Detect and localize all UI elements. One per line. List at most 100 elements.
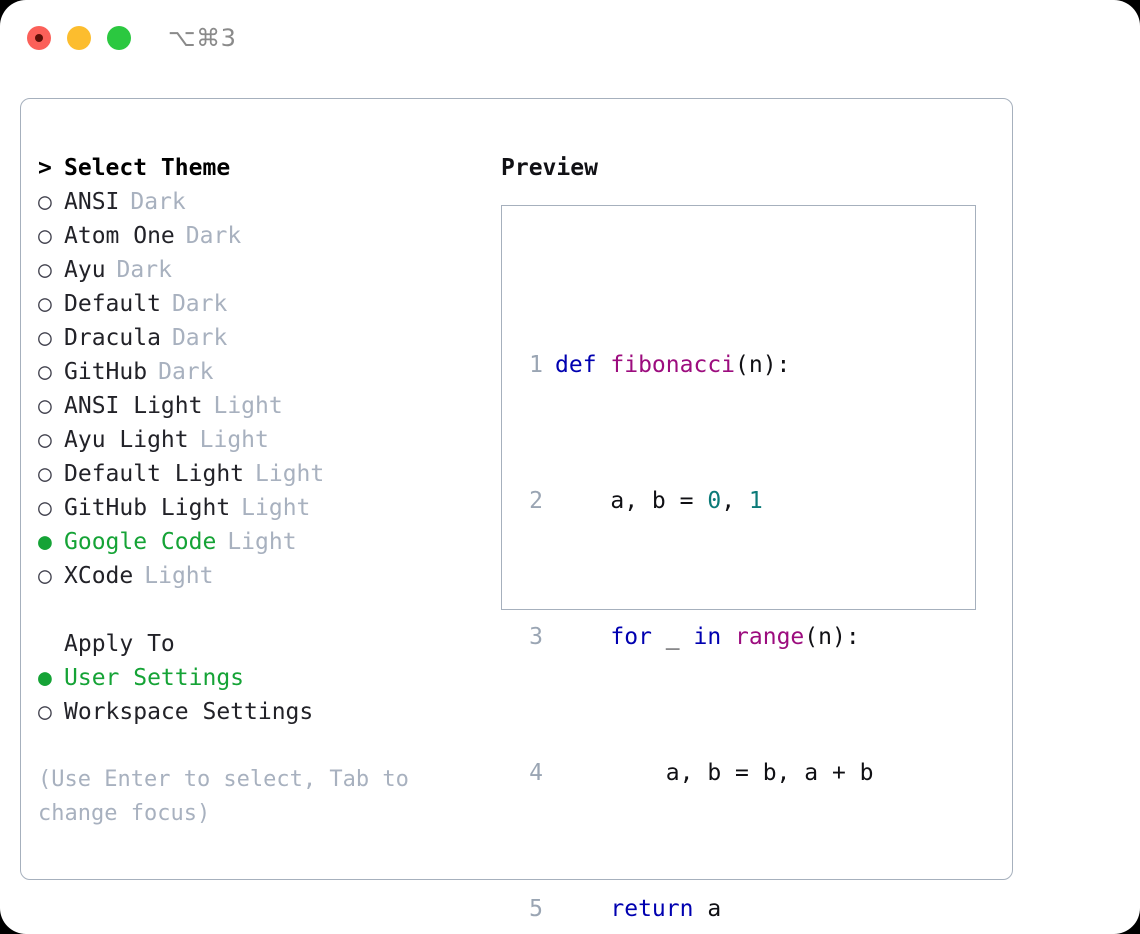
theme-variant-badge: Dark [130,189,186,215]
theme-option-default-dark[interactable]: ○ Default Dark [38,287,498,321]
code-token: (n): [804,624,860,650]
theme-option-xcode-light[interactable]: ○ XCode Light [38,559,498,593]
minimize-button[interactable] [67,26,91,50]
theme-name: Google Code [64,529,217,555]
apply-to-title: Apply To [64,631,175,657]
theme-variant-badge: Dark [158,359,214,385]
maximize-button[interactable] [107,26,131,50]
radio-unselected-icon: ○ [38,189,52,215]
theme-option-github-dark[interactable]: ○ GitHub Dark [38,355,498,389]
code-token [721,624,735,650]
code-token: a, b = b, a + b [555,760,874,786]
code-token: 1 [748,488,763,514]
line-number: 3 [529,624,543,650]
code-token: fibonacci [610,352,736,378]
theme-option-dracula-dark[interactable]: ○ Dracula Dark [38,321,498,355]
theme-name: XCode [64,563,134,589]
radio-unselected-icon: ○ [38,495,52,521]
theme-variant-badge: Light [213,393,283,419]
code-line: 1 def fibonacci(n): [513,348,901,382]
radio-unselected-icon: ○ [38,563,52,589]
select-theme-label: Select Theme [64,155,231,181]
line-number: 4 [529,760,543,786]
theme-name: Atom One [64,223,175,249]
radio-unselected-icon: ○ [38,461,52,487]
radio-unselected-icon: ○ [38,257,52,283]
radio-unselected-icon: ○ [38,223,52,249]
code-token: (n): [735,352,791,378]
code-token: _ [651,624,694,650]
radio-unselected-icon: ○ [38,393,52,419]
select-theme-header: > Select Theme [38,151,498,185]
shortcut-label: ⌥⌘3 [168,24,237,52]
list-gap [38,593,498,627]
radio-unselected-icon: ○ [38,359,52,385]
theme-variant-badge: Dark [171,291,228,317]
radio-unselected-icon: ○ [38,291,52,317]
radio-unselected-icon: ○ [38,427,52,453]
theme-variant-badge: Light [144,563,214,589]
theme-variant-badge: Light [255,461,325,487]
radio-selected-icon: ● [38,665,52,691]
code-line: 3 for _ in range(n): [513,620,901,654]
theme-option-ansi-light[interactable]: ○ ANSI Light Light [38,389,498,423]
code-token: return [610,896,694,922]
preview-title: Preview [501,155,598,181]
code-line: 4 a, b = b, a + b [513,756,901,790]
window-controls [27,26,131,50]
title-bar: ⌥⌘3 [0,0,1140,78]
code-token: in [693,624,722,650]
theme-name: Ayu [64,257,106,283]
theme-name: ANSI [64,189,120,215]
code-token: , [721,488,749,514]
theme-option-github-light[interactable]: ○ GitHub Light Light [38,491,498,525]
code-token: a [693,896,722,922]
code-token: 0 [707,488,722,514]
apply-to-user-settings[interactable]: ● User Settings [38,661,498,695]
line-number: 5 [529,896,543,922]
line-number: 1 [529,352,543,378]
theme-name: Dracula [64,325,161,351]
theme-option-ansi-dark[interactable]: ○ ANSI Dark [38,185,498,219]
line-number: 2 [529,488,543,514]
theme-option-ayu-dark[interactable]: ○ Ayu Dark [38,253,498,287]
theme-name: Ayu Light [64,427,189,453]
apply-to-workspace-settings[interactable]: ○ Workspace Settings [38,695,498,729]
code-token [555,896,610,922]
radio-unselected-icon: ○ [38,699,52,725]
radio-selected-icon: ● [38,529,52,555]
apply-to-label: User Settings [64,665,245,691]
theme-variant-badge: Light [199,427,269,453]
close-button[interactable] [27,26,51,50]
code-line: 2 a, b = 0, 1 [513,484,901,518]
radio-unselected-icon: ○ [38,325,52,351]
theme-option-google-code-light[interactable]: ● Google Code Light [38,525,498,559]
theme-name: GitHub [64,359,148,385]
theme-name: Default [64,291,161,317]
theme-variant-badge: Dark [171,325,228,351]
apply-to-label: Workspace Settings [64,699,314,725]
theme-name: ANSI Light [64,393,203,419]
theme-option-atom-one-dark[interactable]: ○ Atom One Dark [38,219,498,253]
prompt-caret-icon: > [38,155,52,181]
code-token [555,624,610,650]
theme-variant-badge: Light [241,495,311,521]
code-line: 5 return a [513,892,901,926]
code-token: for [610,624,652,650]
code-token: def [555,352,611,378]
theme-variant-badge: Dark [185,223,242,249]
theme-option-ayu-light[interactable]: ○ Ayu Light Light [38,423,498,457]
theme-variant-badge: Light [227,529,297,555]
theme-name: GitHub Light [64,495,231,521]
theme-option-default-light[interactable]: ○ Default Light Light [38,457,498,491]
keyboard-hint-text: (Use Enter to select, Tab to change focu… [38,767,409,826]
theme-name: Default Light [64,461,245,487]
code-token: range [735,624,805,650]
theme-variant-badge: Dark [116,257,172,283]
